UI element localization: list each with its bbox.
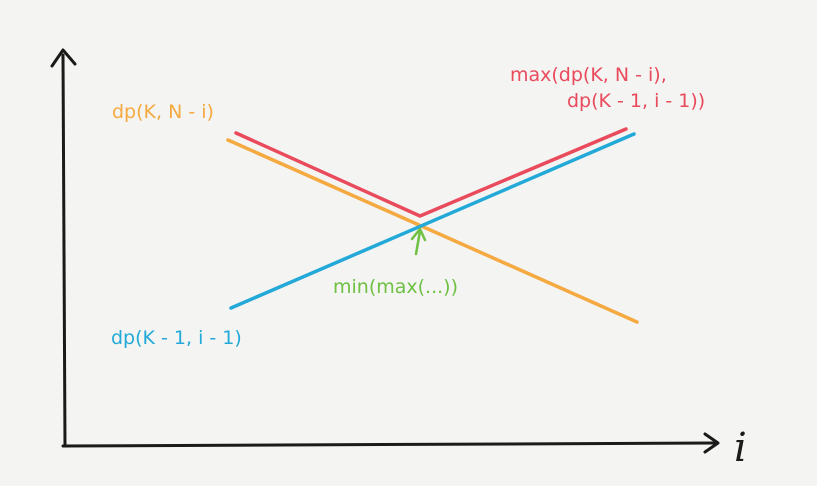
minimum-arrow-shaft xyxy=(414,229,422,256)
minimum-label: min(max(...)) xyxy=(333,276,458,298)
red-curve-label-line1: max(dp(K, N - i), xyxy=(510,64,667,86)
blue-curve-label: dp(K - 1, i - 1) xyxy=(111,327,242,349)
y-axis-arrowhead xyxy=(50,48,77,68)
blue-curve-line xyxy=(229,132,636,310)
y-axis xyxy=(61,53,67,448)
orange-curve-line xyxy=(226,138,639,324)
x-axis xyxy=(61,441,716,448)
x-axis-label: i xyxy=(734,425,747,471)
x-axis-arrowhead xyxy=(703,432,720,454)
orange-curve-label: dp(K, N - i) xyxy=(112,101,214,123)
axes xyxy=(50,48,720,454)
minimum-arrow-head xyxy=(410,227,427,242)
minimum-arrow xyxy=(410,227,427,256)
red-max-curve-line xyxy=(234,127,628,218)
red-curve-label-line2: dp(K - 1, i - 1)) xyxy=(567,90,705,112)
